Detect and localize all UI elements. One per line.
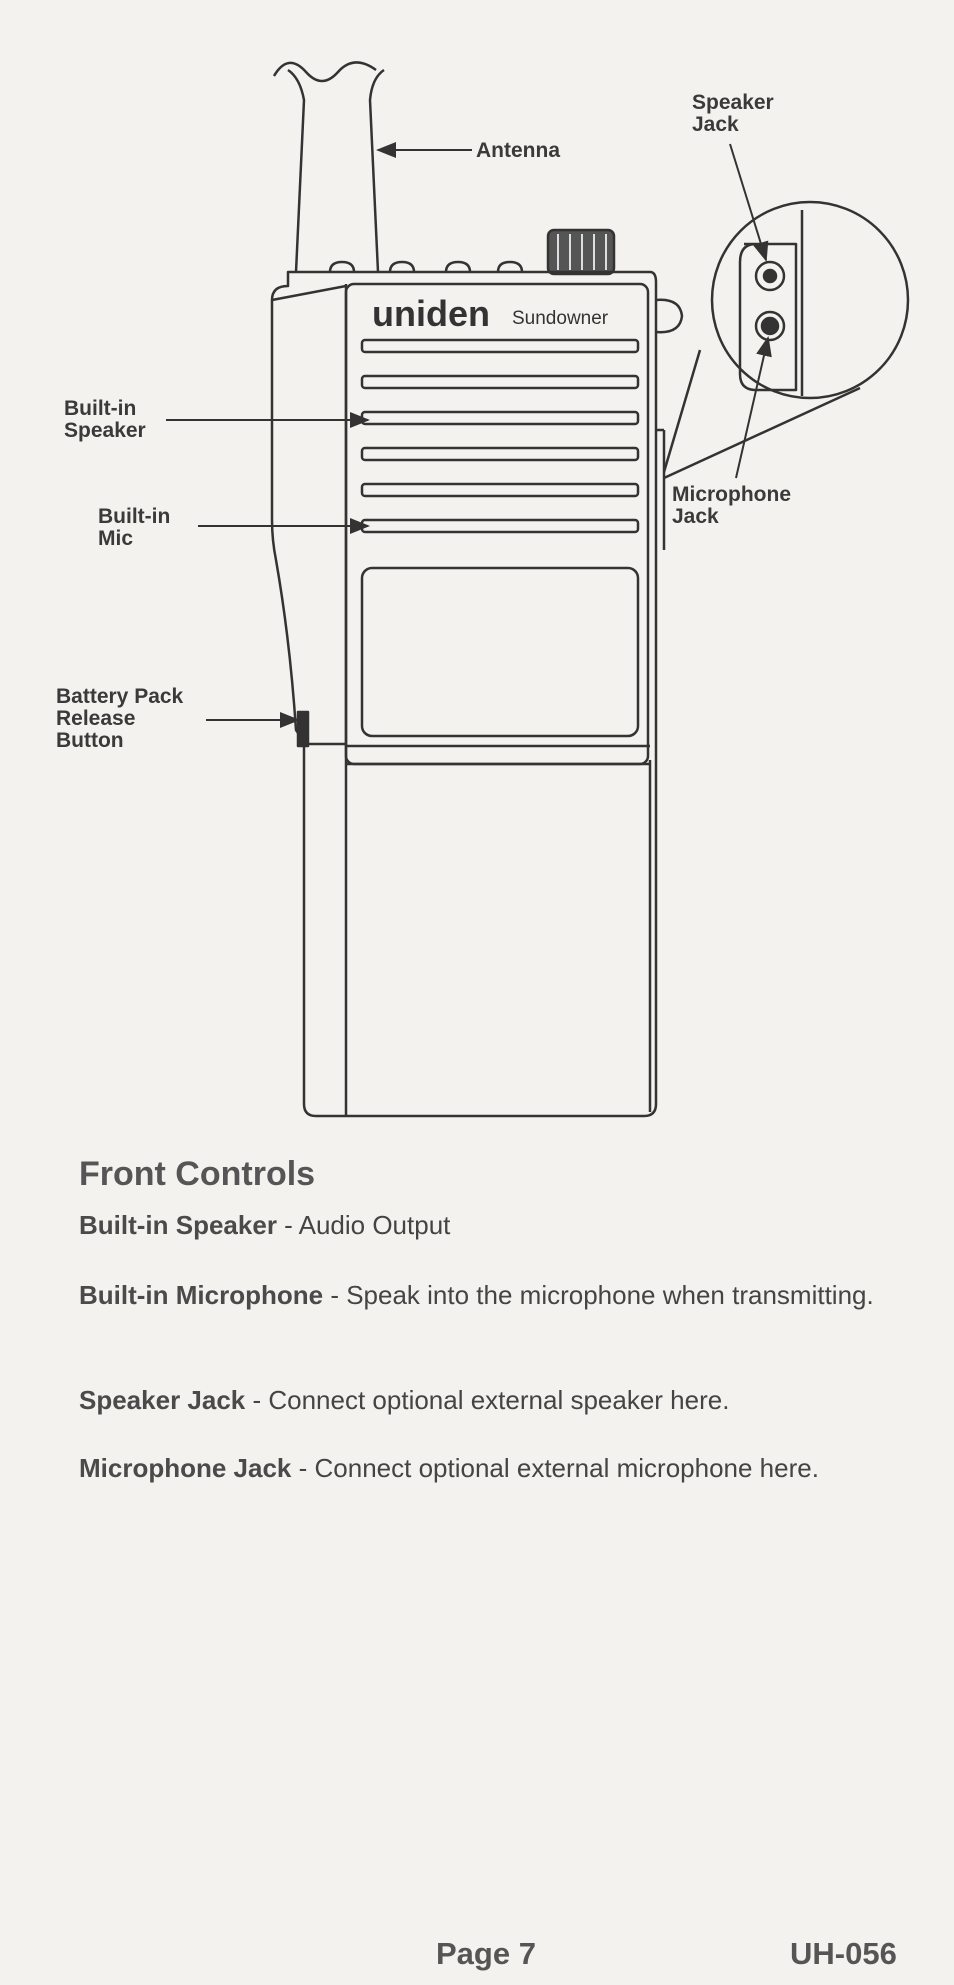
antenna bbox=[272, 61, 385, 273]
page-number: Page 7 bbox=[436, 1936, 536, 1971]
front-panel bbox=[344, 282, 650, 766]
item-built-in-speaker: Built-in Speaker - Audio Output bbox=[79, 1207, 899, 1243]
callout-battery-release: Battery Pack Release Button bbox=[56, 685, 184, 752]
speaker-grille bbox=[360, 338, 640, 534]
label-window bbox=[360, 566, 640, 738]
item-term: Microphone Jack bbox=[79, 1453, 292, 1483]
item-desc: - Connect optional external microphone h… bbox=[291, 1453, 819, 1483]
volume-knob bbox=[546, 228, 616, 276]
jack-zoom-circle bbox=[662, 200, 910, 480]
item-term: Speaker Jack bbox=[79, 1385, 246, 1415]
callout-speaker-jack: Speaker Jack bbox=[692, 91, 774, 136]
item-desc: - Connect optional external speaker here… bbox=[245, 1385, 730, 1415]
model-name: Sundowner bbox=[512, 308, 609, 329]
callout-antenna: Antenna bbox=[476, 139, 560, 162]
top-buttons bbox=[328, 260, 524, 273]
callout-built-in-speaker: Built-in Speaker bbox=[64, 397, 146, 442]
callout-microphone-jack: Microphone Jack bbox=[672, 483, 791, 528]
item-desc: - Speak into the microphone when transmi… bbox=[323, 1280, 874, 1310]
item-desc: - Audio Output bbox=[276, 1210, 451, 1240]
item-built-in-microphone: Built-in Microphone - Speak into the mic… bbox=[79, 1277, 899, 1313]
item-term: Built-in Microphone bbox=[79, 1280, 324, 1310]
item-speaker-jack: Speaker Jack - Connect optional external… bbox=[79, 1382, 899, 1418]
item-microphone-jack: Microphone Jack - Connect optional exter… bbox=[79, 1450, 899, 1486]
brand-logo: uniden bbox=[372, 293, 490, 334]
radio-diagram: uniden Sundowner bbox=[166, 61, 910, 1118]
section-title: Front Controls bbox=[79, 1155, 316, 1193]
item-term: Built-in Speaker bbox=[79, 1210, 277, 1240]
document-code: UH-056 bbox=[790, 1936, 897, 1971]
callout-built-in-mic: Built-in Mic bbox=[98, 505, 171, 550]
radio-body bbox=[270, 270, 658, 1118]
